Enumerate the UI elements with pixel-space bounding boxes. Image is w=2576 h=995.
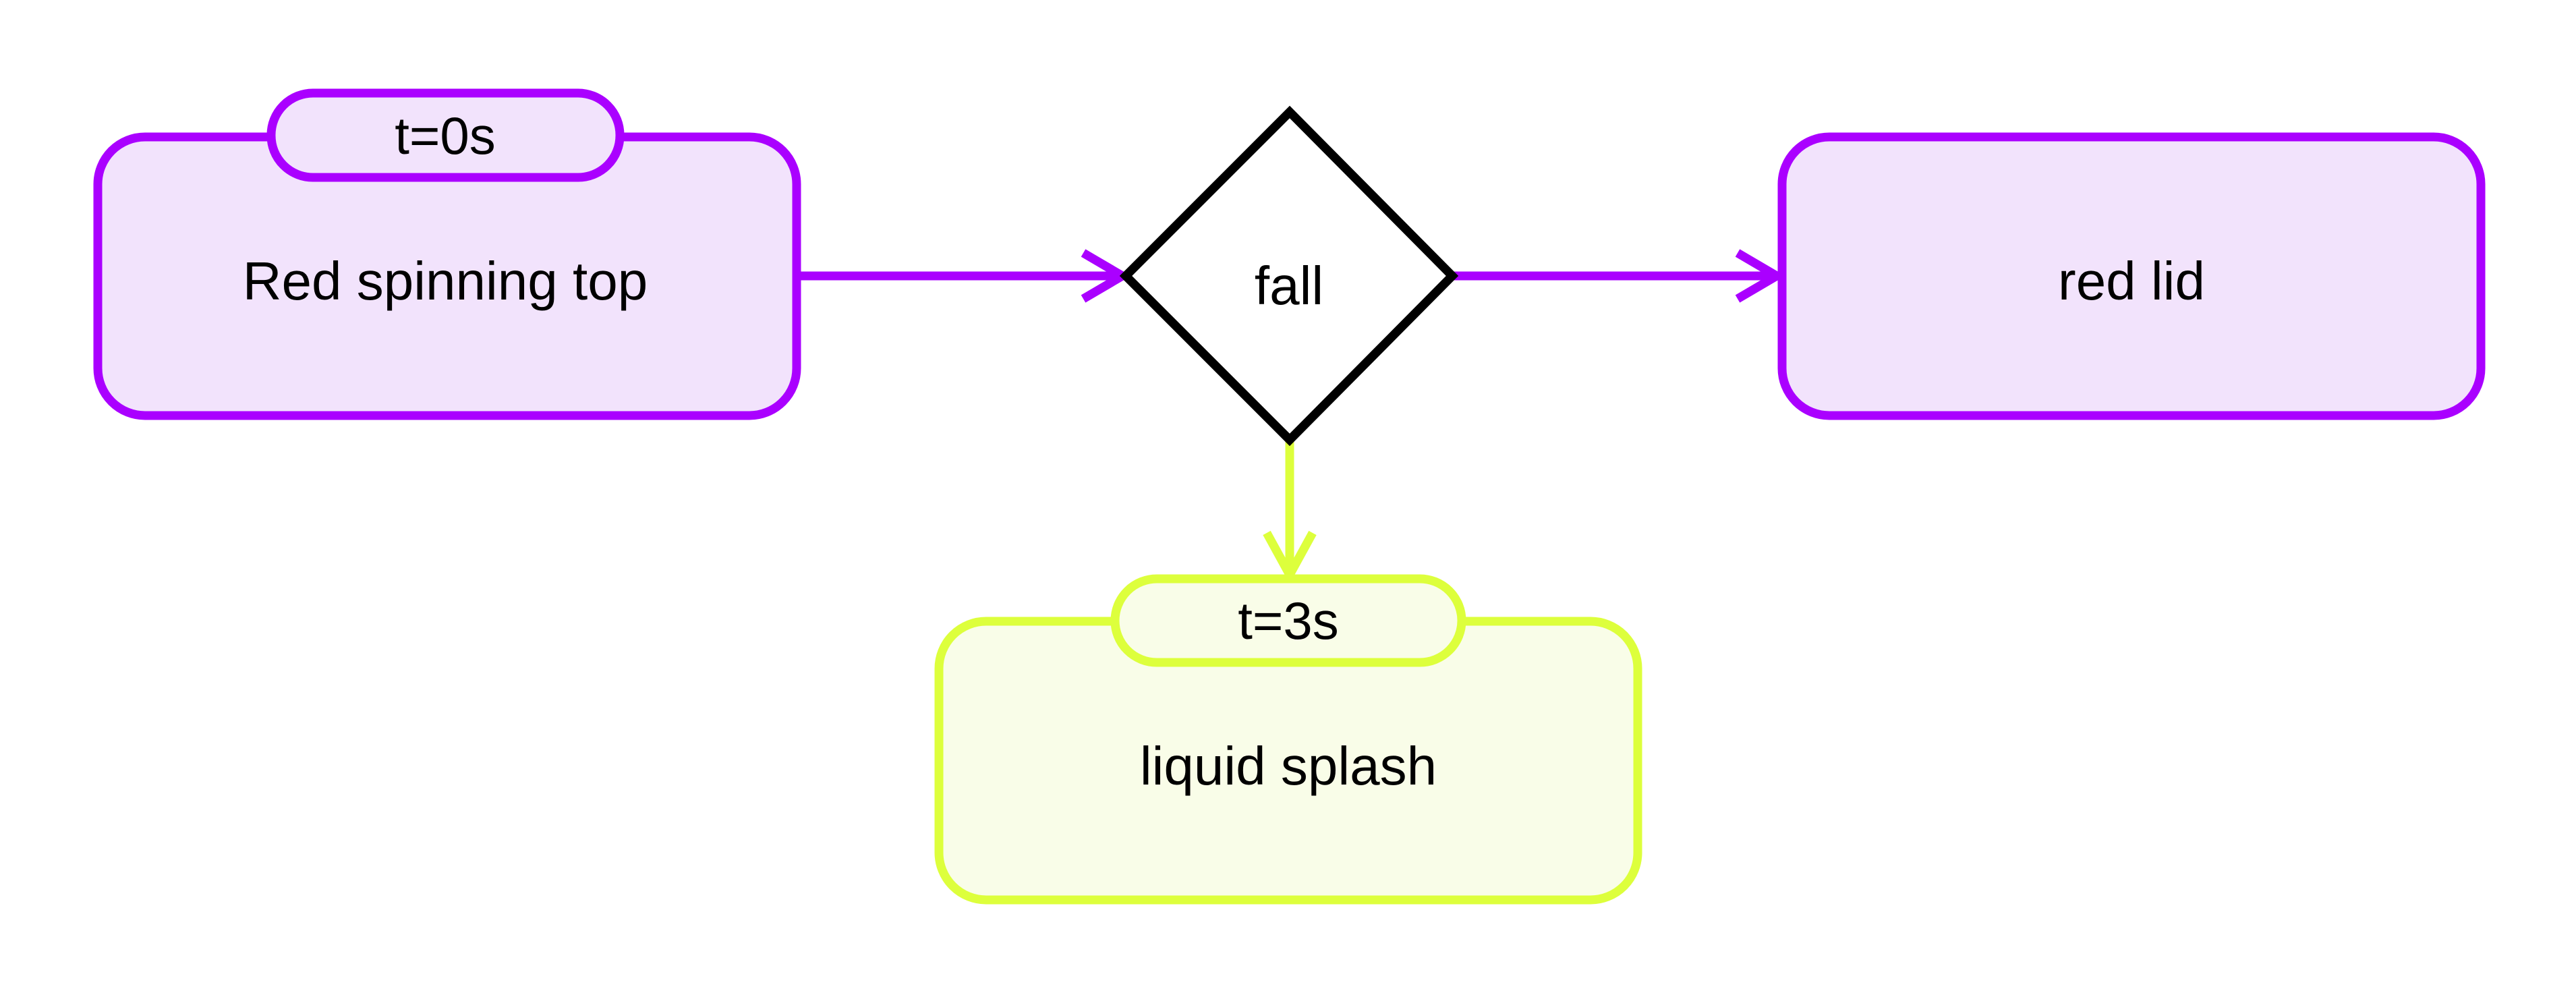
time-tag-label: t=3s: [1238, 591, 1339, 650]
node-box: [1777, 132, 2486, 420]
arrowhead-icon: [1735, 249, 1785, 303]
decision-label: fall: [1255, 256, 1323, 316]
node-label: liquid splash: [1140, 736, 1437, 796]
node-red-lid[interactable]: red lid: [1777, 132, 2486, 420]
time-tag-box: [1110, 574, 1466, 667]
node-red-spinning-top[interactable]: t=0s Red spinning top: [93, 88, 801, 420]
decision-diamond: [1119, 105, 1459, 447]
node-fall-decision[interactable]: fall: [1119, 105, 1459, 447]
node-liquid-splash[interactable]: t=3s liquid splash: [934, 574, 1642, 905]
edge-fall-to-red-lid: [1452, 249, 1785, 303]
node-label: Red spinning top: [243, 251, 648, 311]
edge-top-to-fall: [797, 249, 1131, 303]
edge-fall-to-liquid-splash: [1263, 440, 1317, 584]
node-label: red lid: [2058, 251, 2205, 311]
time-tag-box: [266, 88, 625, 182]
time-tag-label: t=0s: [395, 106, 496, 165]
